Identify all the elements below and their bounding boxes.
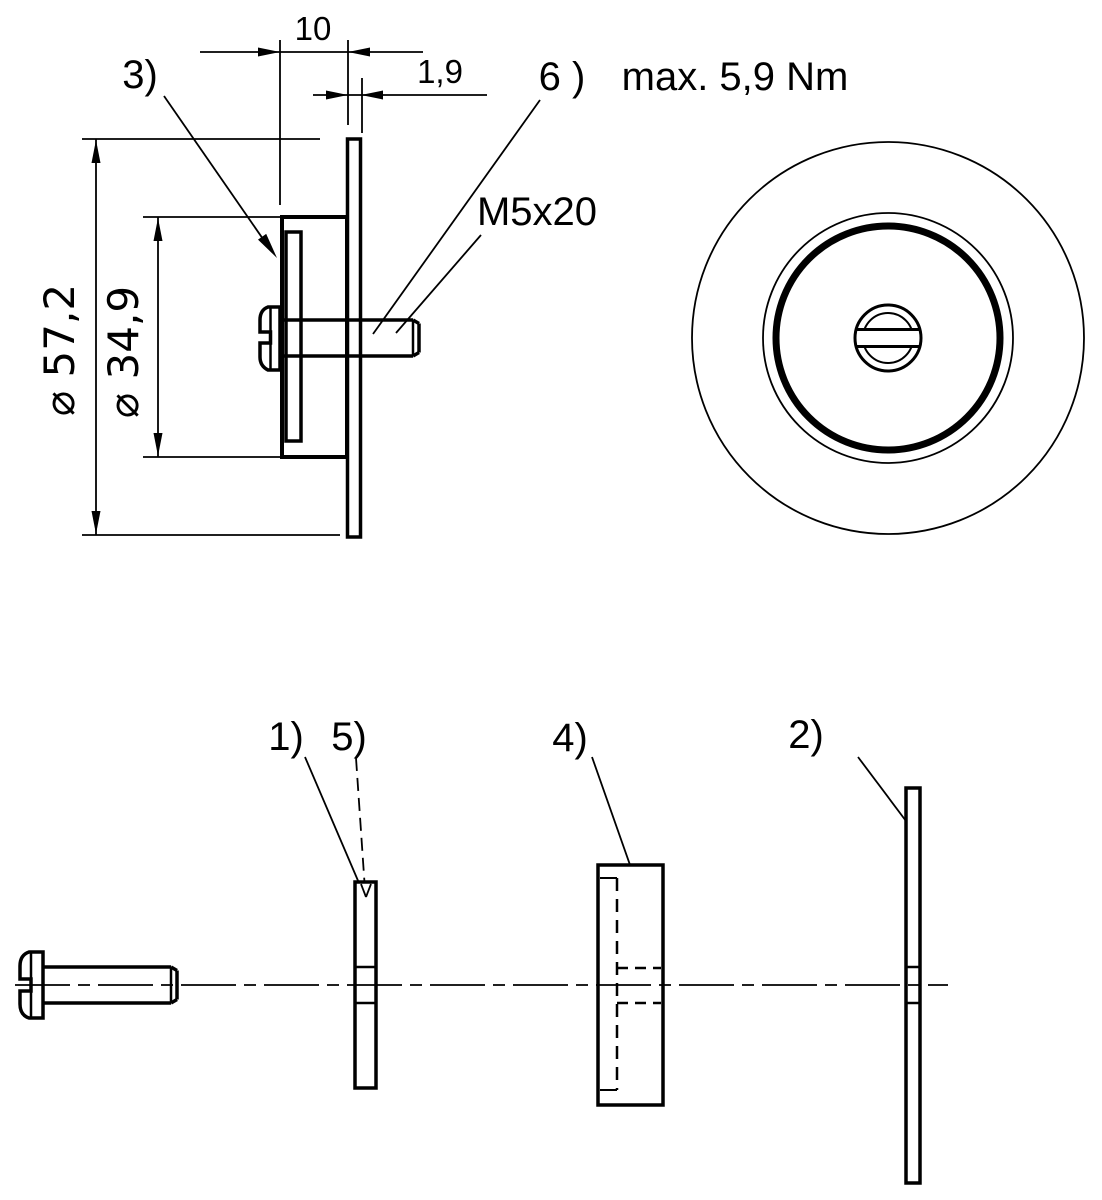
torque-note-text: max. 5,9 Nm [622, 55, 849, 99]
leader-tip [365, 883, 372, 898]
arrowhead [258, 47, 280, 57]
arrowhead [91, 511, 101, 534]
dim-outer-diameter-text: ⌀ 57,2 [35, 284, 84, 416]
leader-line [163, 95, 273, 253]
exploded-view: 1) 5) 4) 2) [15, 713, 948, 1185]
arrowhead [153, 433, 163, 456]
plate-outline-circle [691, 141, 1085, 535]
ref-item1-text: 1) [268, 715, 304, 759]
ref-item5-text: 5) [331, 715, 367, 759]
screw-slot-icon [853, 303, 923, 373]
dim-plate-thickness-text: 1,9 [417, 53, 463, 90]
ref-item1: 1) [268, 715, 360, 884]
ref-item3-text: 3) [122, 53, 158, 97]
thread-spec: M5x20 [395, 190, 597, 334]
dim-flange-diameter-text: ⌀ 34,9 [99, 286, 148, 418]
dimension-flange-diameter: ⌀ 34,9 [99, 216, 282, 458]
screw-head-front [853, 303, 923, 373]
dim-body-depth-text: 10 [295, 10, 332, 47]
arrowhead [326, 90, 348, 100]
rubber-ring-circle [772, 222, 1004, 454]
ref-item4: 4) [552, 716, 637, 883]
leader-arrowhead [257, 233, 277, 258]
thread-spec-text: M5x20 [477, 190, 597, 234]
leader-line [395, 234, 482, 334]
arrowhead [91, 140, 101, 163]
body-outline-circle [762, 212, 1014, 464]
arrowhead [348, 47, 370, 57]
arrowhead [361, 90, 383, 100]
leader-line [857, 756, 913, 830]
leader-line [372, 99, 541, 335]
leader-line [355, 757, 366, 891]
ref-item2: 2) [788, 713, 913, 830]
leader-line [304, 756, 360, 884]
dimension-outer-diameter: ⌀ 57,2 [35, 138, 340, 536]
damper-sleeve-side [284, 230, 303, 443]
ref-item6: 6 ) [372, 55, 586, 335]
arrowhead [153, 218, 163, 241]
ref-item6-text: 6 ) [539, 55, 586, 99]
mounting-plate-side [345, 137, 363, 539]
leader-tip [360, 883, 367, 898]
front-view [691, 141, 1085, 535]
ref-item4-text: 4) [552, 716, 588, 760]
ref-item2-text: 2) [788, 713, 824, 757]
screw-shank-side [280, 318, 421, 358]
side-view: ⌀ 57,2 ⌀ 34,9 10 1,9 [35, 10, 849, 539]
ref-item5: 5) [331, 715, 367, 891]
leader-line [591, 756, 637, 883]
dimension-plate-thickness: 1,9 [313, 53, 487, 133]
ref-item3: 3) [122, 53, 277, 258]
screw-head-side [258, 305, 282, 372]
dimension-body-depth: 10 [200, 10, 423, 205]
